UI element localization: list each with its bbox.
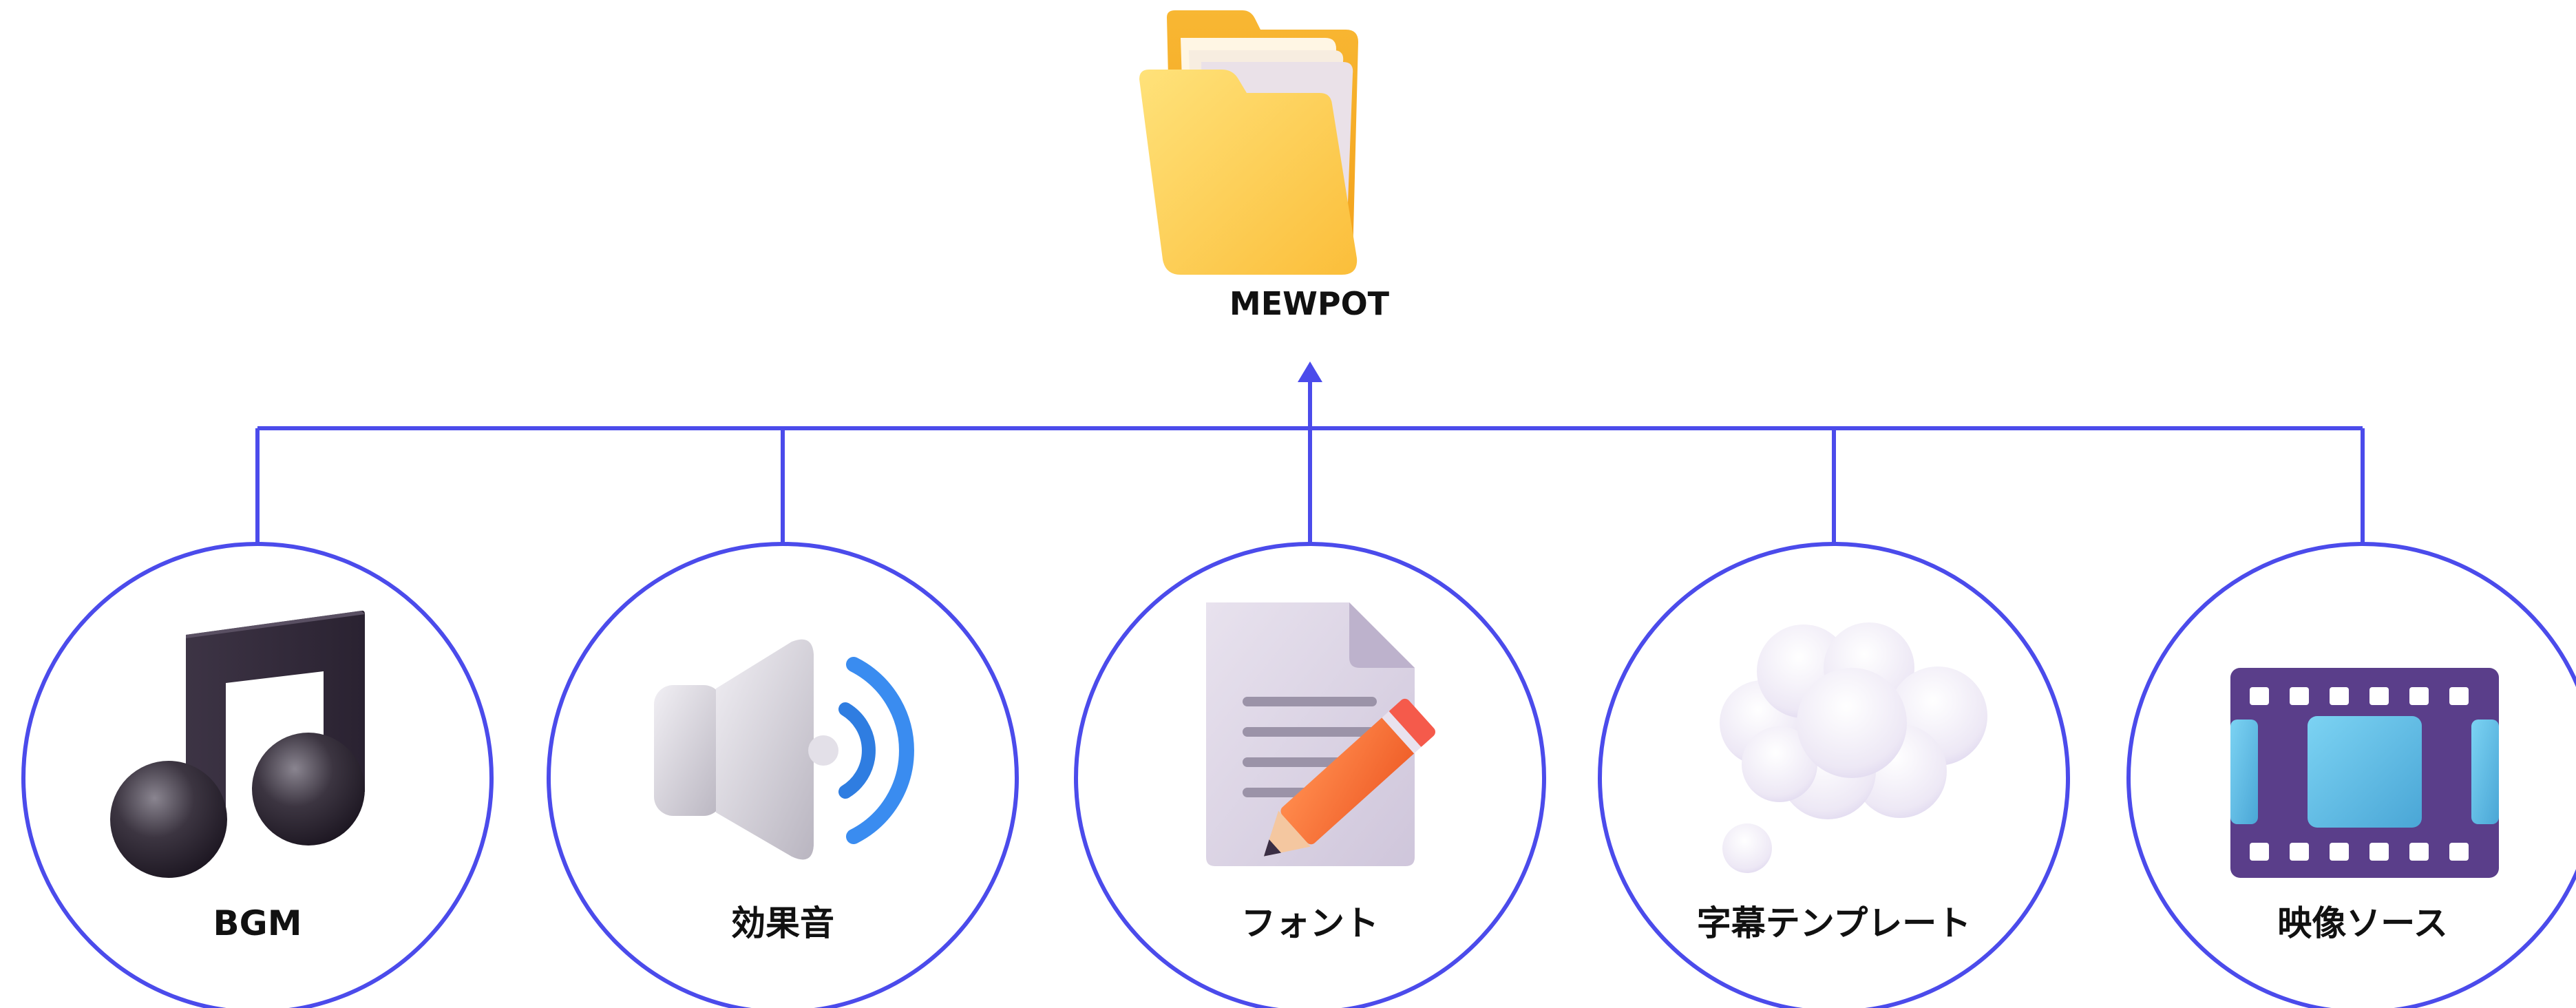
root-node[interactable]: MEWPOT <box>1139 10 1390 322</box>
child-label: 字幕テンプレート <box>1697 903 1972 943</box>
connector-lines <box>255 361 2365 544</box>
speaker-icon <box>654 639 914 860</box>
child-node-video-sources[interactable]: 映像ソース <box>2126 542 2576 1008</box>
child-label: BGM <box>213 903 302 943</box>
thought-bubble-icon <box>1720 622 1987 873</box>
connector-arrowhead <box>1298 361 1322 382</box>
child-label: 効果音 <box>731 903 834 943</box>
child-node-fonts[interactable]: フォント <box>1074 542 1546 1008</box>
folder-icon <box>1139 10 1358 275</box>
child-node-sound-effects[interactable]: 効果音 <box>547 542 1019 1008</box>
film-strip-icon <box>2230 668 2499 878</box>
document-pencil-icon <box>1206 602 1435 866</box>
child-node-bgm[interactable]: BGM <box>21 542 494 1008</box>
root-label: MEWPOT <box>1229 285 1390 322</box>
child-nodes: BGM 効果音 <box>21 542 2576 1008</box>
music-note-icon <box>110 610 365 878</box>
child-label: 映像ソース <box>2277 903 2448 943</box>
child-label: フォント <box>1241 903 1379 943</box>
child-node-subtitle-templates[interactable]: 字幕テンプレート <box>1598 542 2070 1008</box>
